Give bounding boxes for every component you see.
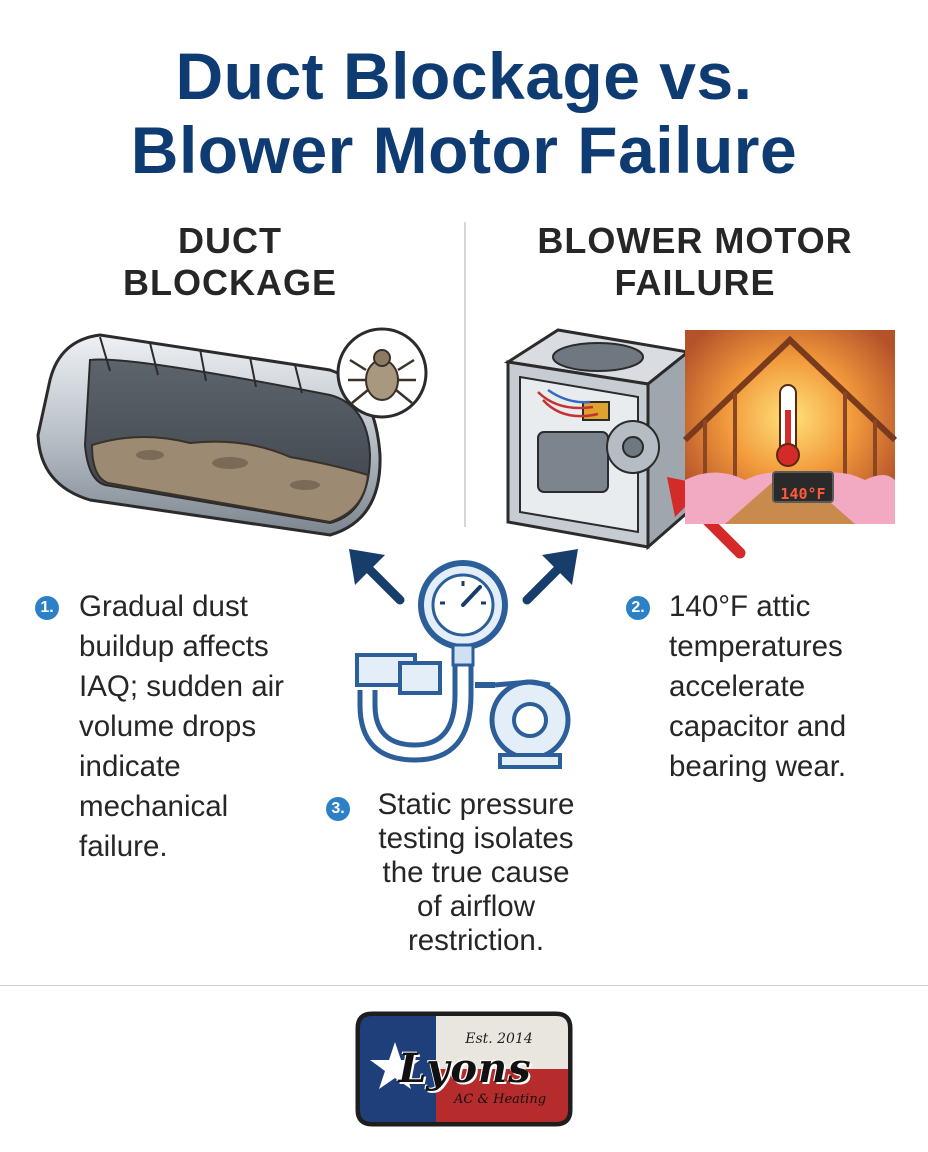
point-2-line: temperatures <box>669 630 843 663</box>
blower-unit-icon <box>503 328 692 551</box>
point-3-line: the true cause <box>382 856 570 889</box>
point-3-line: of airflow <box>416 890 536 923</box>
point-1-line: buildup affects <box>79 630 269 663</box>
point-1-badge: 1. <box>35 596 59 620</box>
title-line-1: Duct Blockage vs. <box>175 39 753 113</box>
point-1-text: Gradual dust buildup affects IAQ; sudden… <box>79 587 379 867</box>
point-2-text: 140°F attic temperatures accelerate capa… <box>669 587 919 787</box>
point-2-line: 140°F attic <box>669 590 811 623</box>
logo-name: Lyons <box>398 1045 532 1092</box>
point-1-line: indicate <box>79 750 181 783</box>
point-3-badge: 3. <box>326 797 350 821</box>
right-heading-line-1: BLOWER MOTOR <box>537 220 853 261</box>
logo-tagline: AC & Heating <box>453 1092 547 1107</box>
point-3-text: Static pressure testing isolates the tru… <box>340 788 612 958</box>
duct-cutaway-icon <box>36 327 428 537</box>
left-heading-line-2: BLOCKAGE <box>123 262 337 303</box>
point-1-line: Gradual dust <box>79 590 248 623</box>
point-2-line: capacitor and <box>669 710 847 743</box>
left-heading-line-1: DUCT <box>178 220 282 261</box>
point-3-line: Static pressure <box>377 788 575 821</box>
point-2-line: accelerate <box>669 670 806 703</box>
column-divider <box>464 222 466 527</box>
right-heading-line-2: FAILURE <box>614 262 776 303</box>
right-heading: BLOWER MOTOR FAILURE <box>500 220 890 304</box>
point-1-line: IAQ; sudden air <box>79 670 284 703</box>
point-3-line: testing isolates <box>378 822 574 855</box>
point-2-badge: 2. <box>626 596 650 620</box>
left-heading: DUCT BLOCKAGE <box>40 220 420 304</box>
attic-temperature-display: 140°F <box>780 485 826 503</box>
footer-divider <box>0 985 928 986</box>
point-1-line: failure. <box>79 830 168 863</box>
point-1-line: volume drops <box>79 710 257 743</box>
pressure-gauge-icon <box>349 549 578 769</box>
point-1-line: mechanical <box>79 790 229 823</box>
title-line-2: Blower Motor Failure <box>130 113 798 187</box>
logo-established: Est. 2014 <box>465 1031 533 1047</box>
hot-attic-icon <box>682 330 898 524</box>
point-3-line: restriction. <box>407 924 545 957</box>
lyons-logo <box>355 1011 573 1127</box>
point-2-line: bearing wear. <box>669 750 847 783</box>
